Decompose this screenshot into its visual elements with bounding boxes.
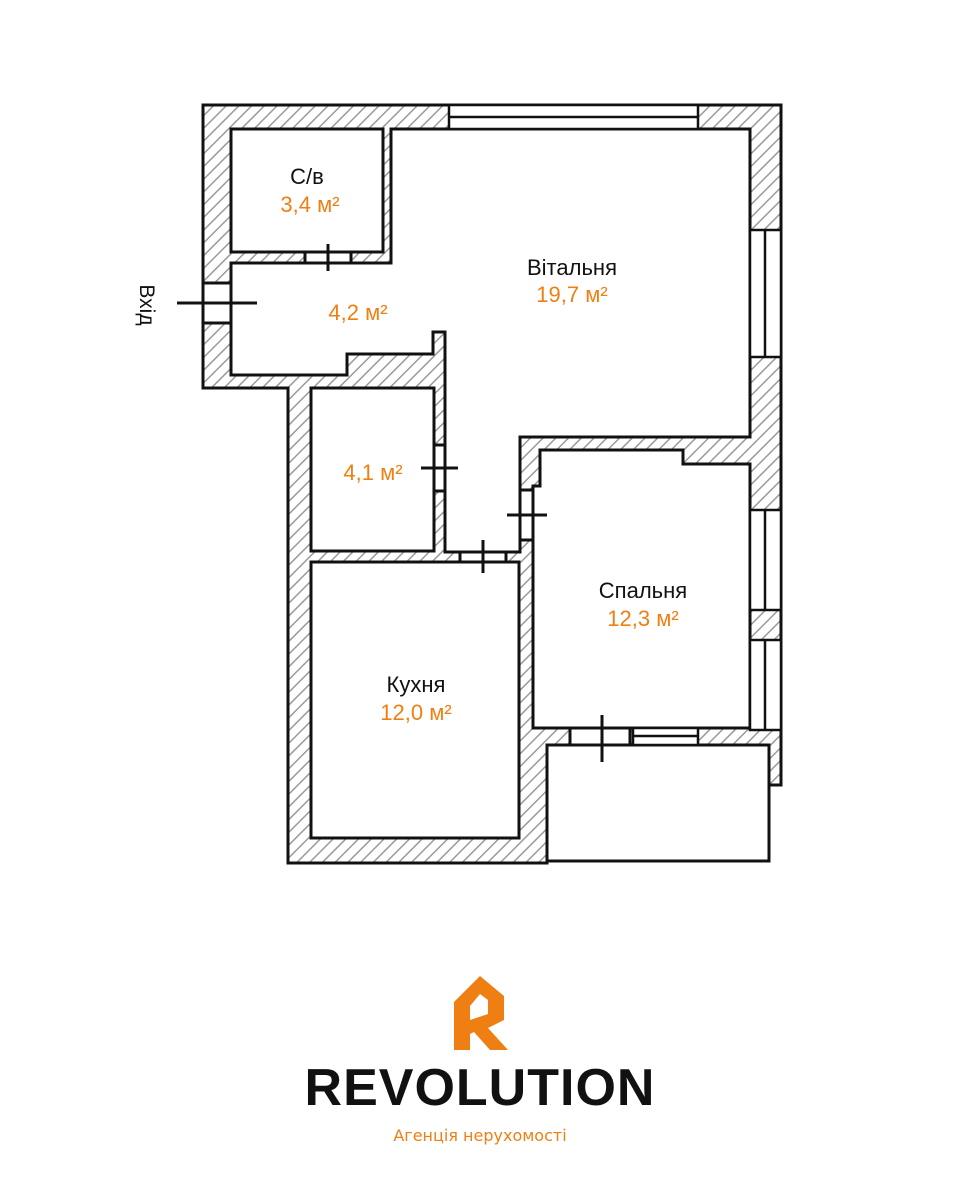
room-labels: С/в 3,4 м² 4,2 м² Вітальня 19,7 м² 4,1 м… [135,164,687,725]
room-area-storage: 4,1 м² [343,460,402,485]
room-name-living: Вітальня [527,255,617,280]
room-kitchen [309,560,521,840]
room-name-bathroom: С/в [290,164,324,189]
floor-plan: С/в 3,4 м² 4,2 м² Вітальня 19,7 м² 4,1 м… [135,103,783,865]
room-balcony [545,743,771,863]
room-name-kitchen: Кухня [387,672,446,697]
room-area-bathroom: 3,4 м² [280,192,339,217]
brand-name: REVOLUTION [304,1059,656,1117]
windows [447,103,783,747]
doors [177,244,632,762]
orange-house-r-logo-icon [454,976,508,1050]
room-area-kitchen: 12,0 м² [380,700,451,725]
room-area-living: 19,7 м² [536,282,607,307]
room-area-bedroom: 12,3 м² [607,606,678,631]
room-name-bedroom: Спальня [599,578,687,603]
brand-tagline: Агенція нерухомості [393,1126,567,1145]
room-area-hallway: 4,2 м² [328,300,387,325]
room-bathroom [229,127,385,254]
room-storage [309,386,436,553]
entry-label: Вхід [135,284,158,325]
